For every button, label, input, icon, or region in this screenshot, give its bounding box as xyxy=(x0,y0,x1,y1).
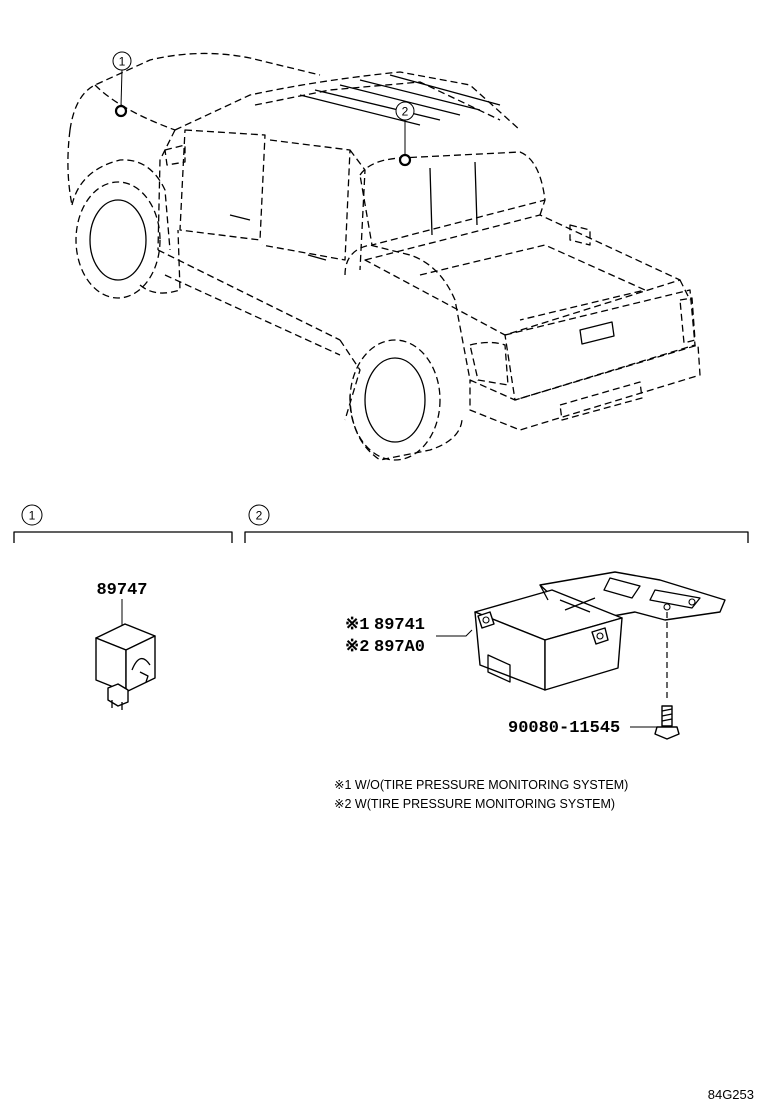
section-2-number: 2 xyxy=(256,509,263,523)
tpms-module-part xyxy=(474,571,726,691)
callout-2-label: 2 xyxy=(402,105,409,119)
part-number-89741: 89741 xyxy=(374,616,425,635)
section-1-number: 1 xyxy=(29,509,36,523)
relay-part-89747 xyxy=(95,623,156,710)
bolt-90080-11545 xyxy=(654,705,680,740)
callout-1-label: 1 xyxy=(119,55,126,69)
part-number-897A0: 897A0 xyxy=(374,638,425,657)
part-number-90080-11545: 90080-11545 xyxy=(508,719,620,738)
section-1-header xyxy=(13,504,233,543)
part-89741-mark: ※1 xyxy=(345,616,369,635)
part-897A0-mark: ※2 xyxy=(345,638,369,657)
callout-1-marker xyxy=(112,51,132,118)
footnote-1: ※1 W/O(TIRE PRESSURE MONITORING SYSTEM) xyxy=(334,778,628,792)
diagram-code: 84G253 xyxy=(708,1087,754,1102)
footnote-2: ※2 W(TIRE PRESSURE MONITORING SYSTEM) xyxy=(334,797,615,811)
callout-2-marker xyxy=(395,101,415,167)
section-2-header xyxy=(244,504,749,543)
truck-illustration xyxy=(67,52,701,461)
part-number-89747: 89747 xyxy=(96,581,147,600)
leader-89741 xyxy=(436,629,473,637)
